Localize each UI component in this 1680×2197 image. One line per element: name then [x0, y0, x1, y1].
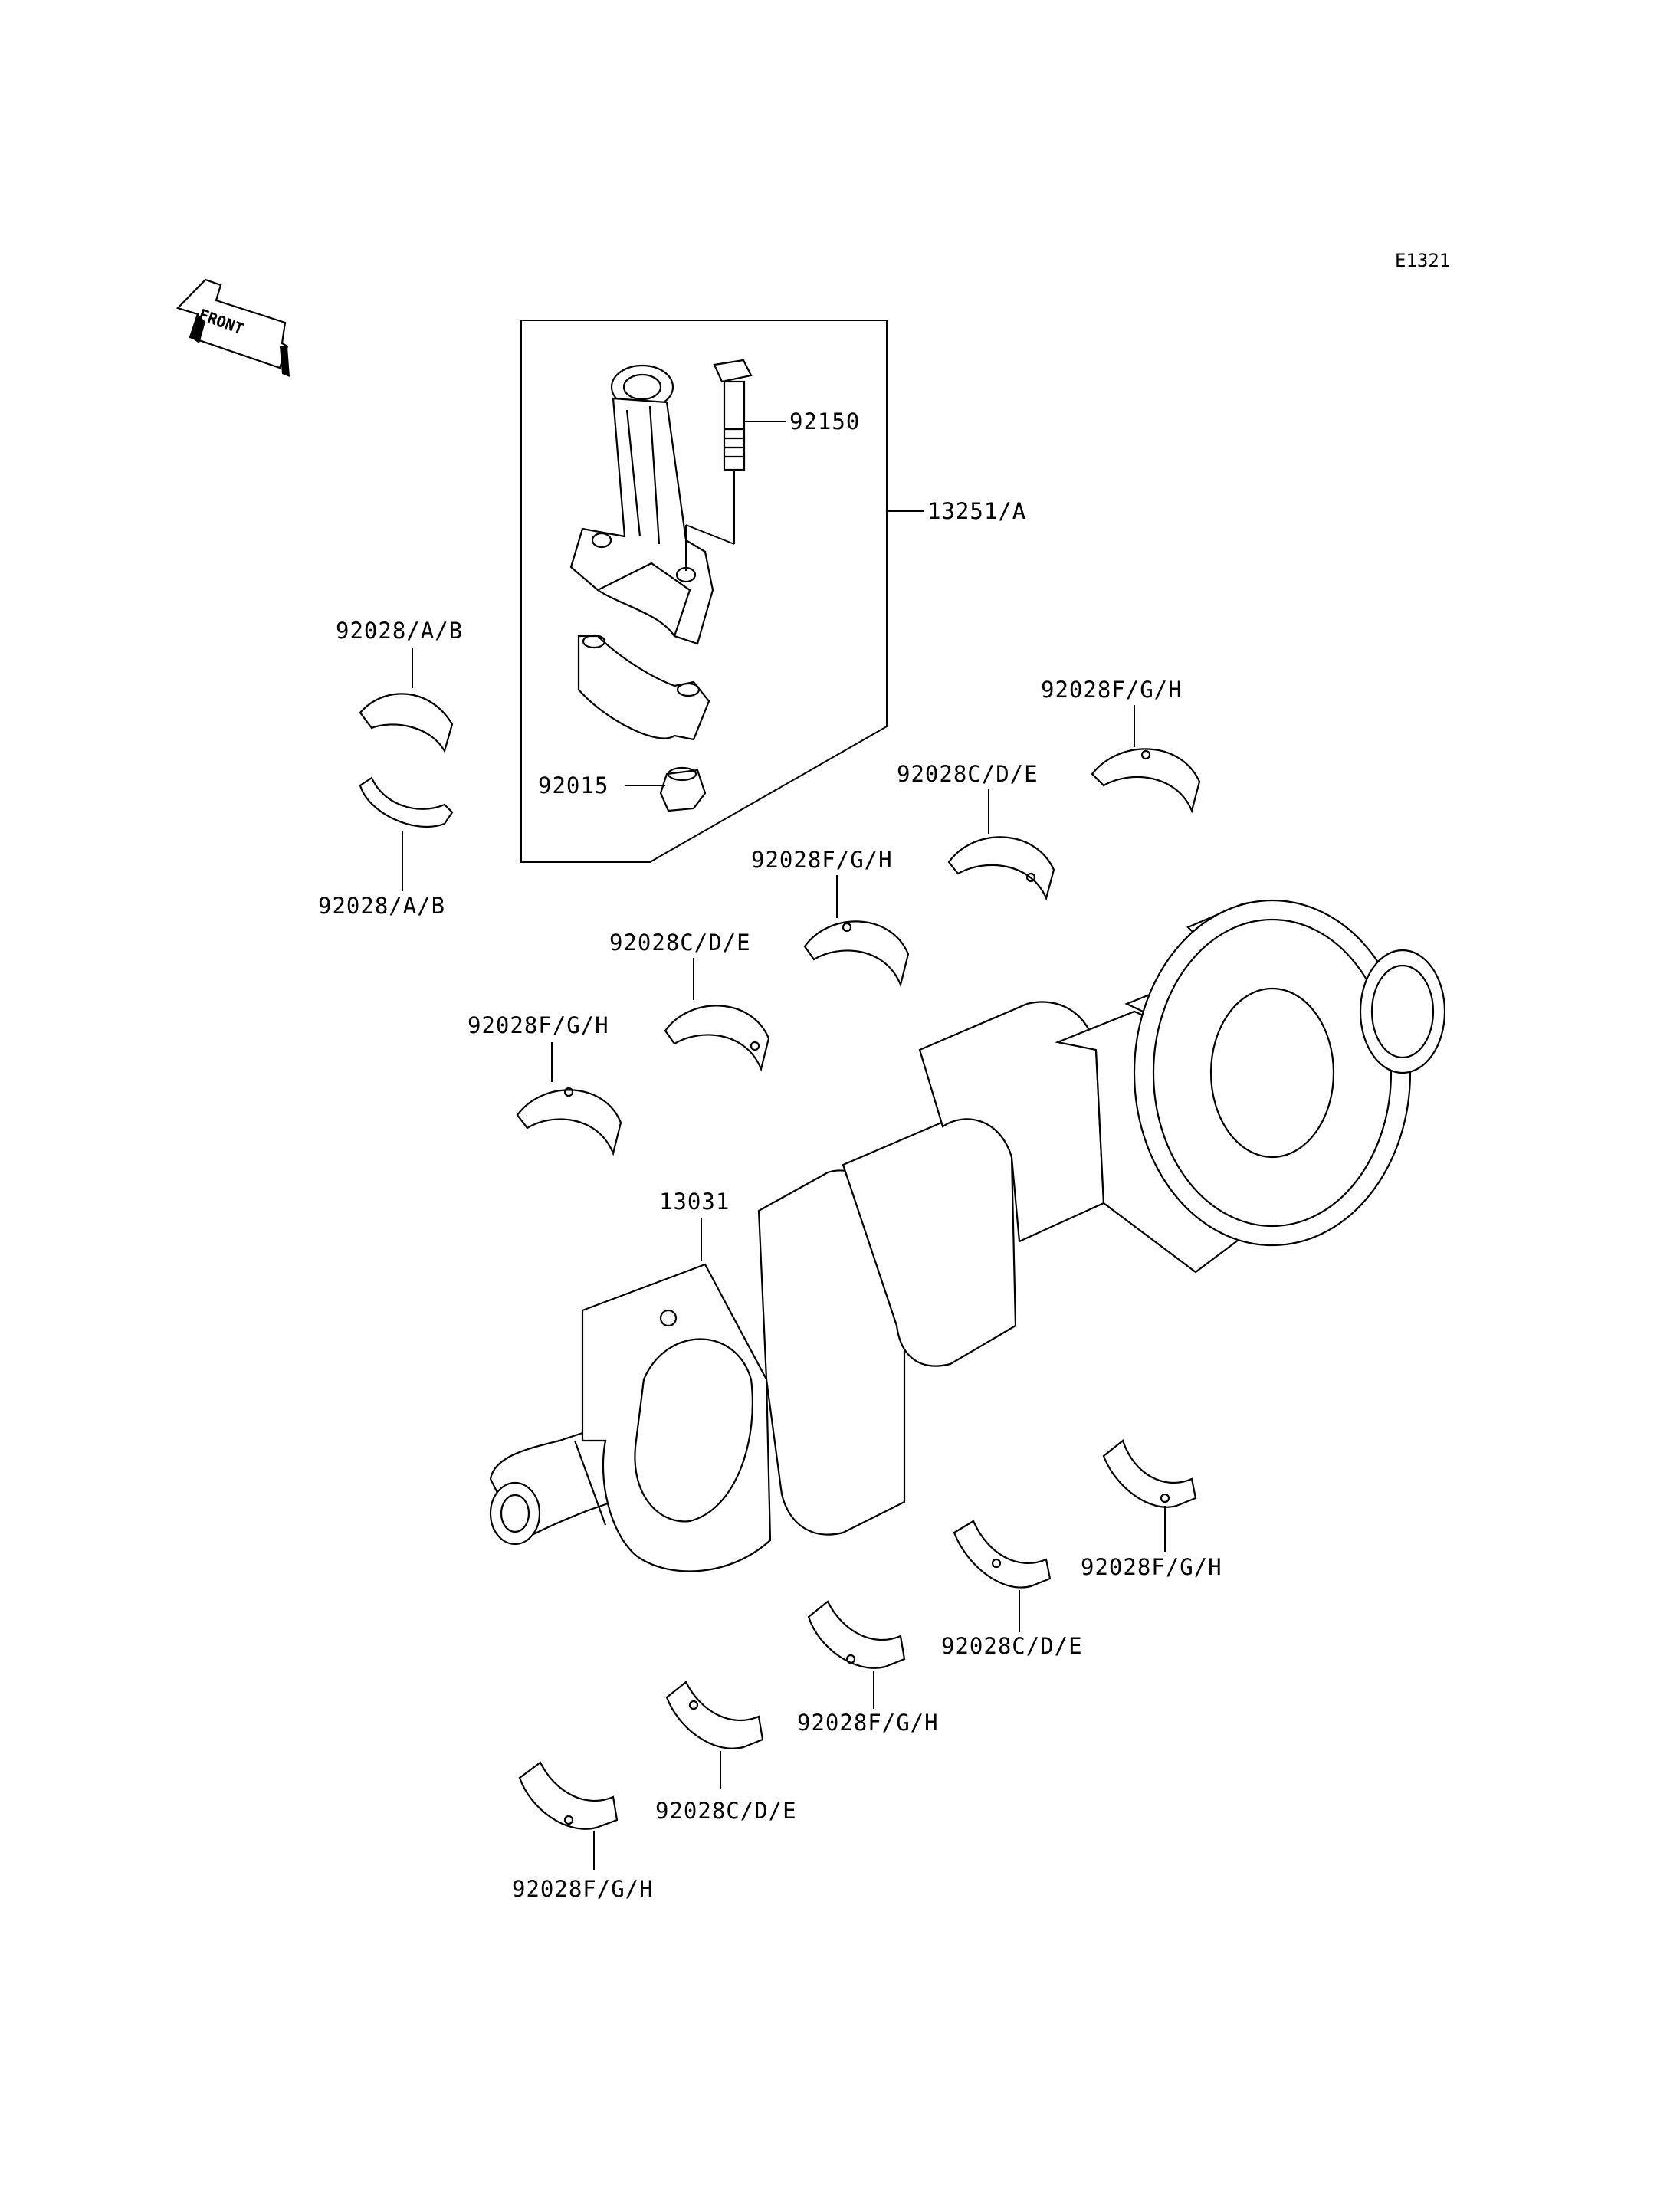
conrod-assembly-frame	[520, 320, 888, 863]
connecting-rod-cap	[577, 634, 710, 741]
lower-main-bearing-1	[1102, 1439, 1197, 1508]
lower-main-bearing-2	[953, 1520, 1052, 1589]
lower-main-bearing-5	[518, 1761, 619, 1830]
crank-small-gear	[1359, 949, 1446, 1074]
lower-main-bearing-4	[665, 1681, 764, 1749]
label-upper-main-3: 92028F/G/H	[751, 847, 893, 873]
label-conrod-bearing-lower: 92028/A/B	[318, 893, 445, 919]
label-lower-main-3: 92028F/G/H	[797, 1710, 939, 1736]
conrod-bolt	[685, 359, 753, 571]
lower-main-bearing-3	[807, 1600, 906, 1669]
diagram-code: E1321	[1395, 250, 1450, 271]
label-lower-main-5: 92028F/G/H	[512, 1876, 654, 1902]
upper-main-bearing-5	[516, 1087, 622, 1156]
label-lower-main-1: 92028F/G/H	[1081, 1554, 1222, 1580]
conrod-nut	[659, 766, 707, 812]
label-lower-main-4: 92028C/D/E	[655, 1798, 797, 1824]
label-upper-main-5: 92028F/G/H	[468, 1012, 609, 1038]
upper-main-bearing-4	[664, 1005, 770, 1072]
label-lower-main-2: 92028C/D/E	[941, 1633, 1083, 1659]
crank-gear	[1133, 899, 1412, 1247]
upper-main-bearing-2	[947, 836, 1055, 901]
label-conrod-bearing-upper: 92028/A/B	[336, 618, 463, 644]
label-crankshaft: 13031	[659, 1189, 730, 1215]
label-upper-main-2: 92028C/D/E	[897, 761, 1039, 787]
connecting-rod	[569, 364, 714, 645]
label-upper-main-1: 92028F/G/H	[1041, 677, 1183, 703]
conrod-bearing-upper	[359, 693, 454, 753]
crankshaft	[489, 899, 1446, 1572]
front-arrow-icon: FRONT	[176, 278, 290, 377]
label-nut: 92015	[538, 772, 609, 798]
conrod-bearing-lower	[359, 776, 454, 828]
upper-main-bearing-3	[803, 920, 910, 988]
label-bolt: 92150	[789, 408, 860, 434]
label-conrod-assembly: 13251/A	[927, 498, 1026, 524]
label-upper-main-4: 92028C/D/E	[609, 930, 751, 956]
upper-main-bearing-1	[1091, 748, 1201, 814]
